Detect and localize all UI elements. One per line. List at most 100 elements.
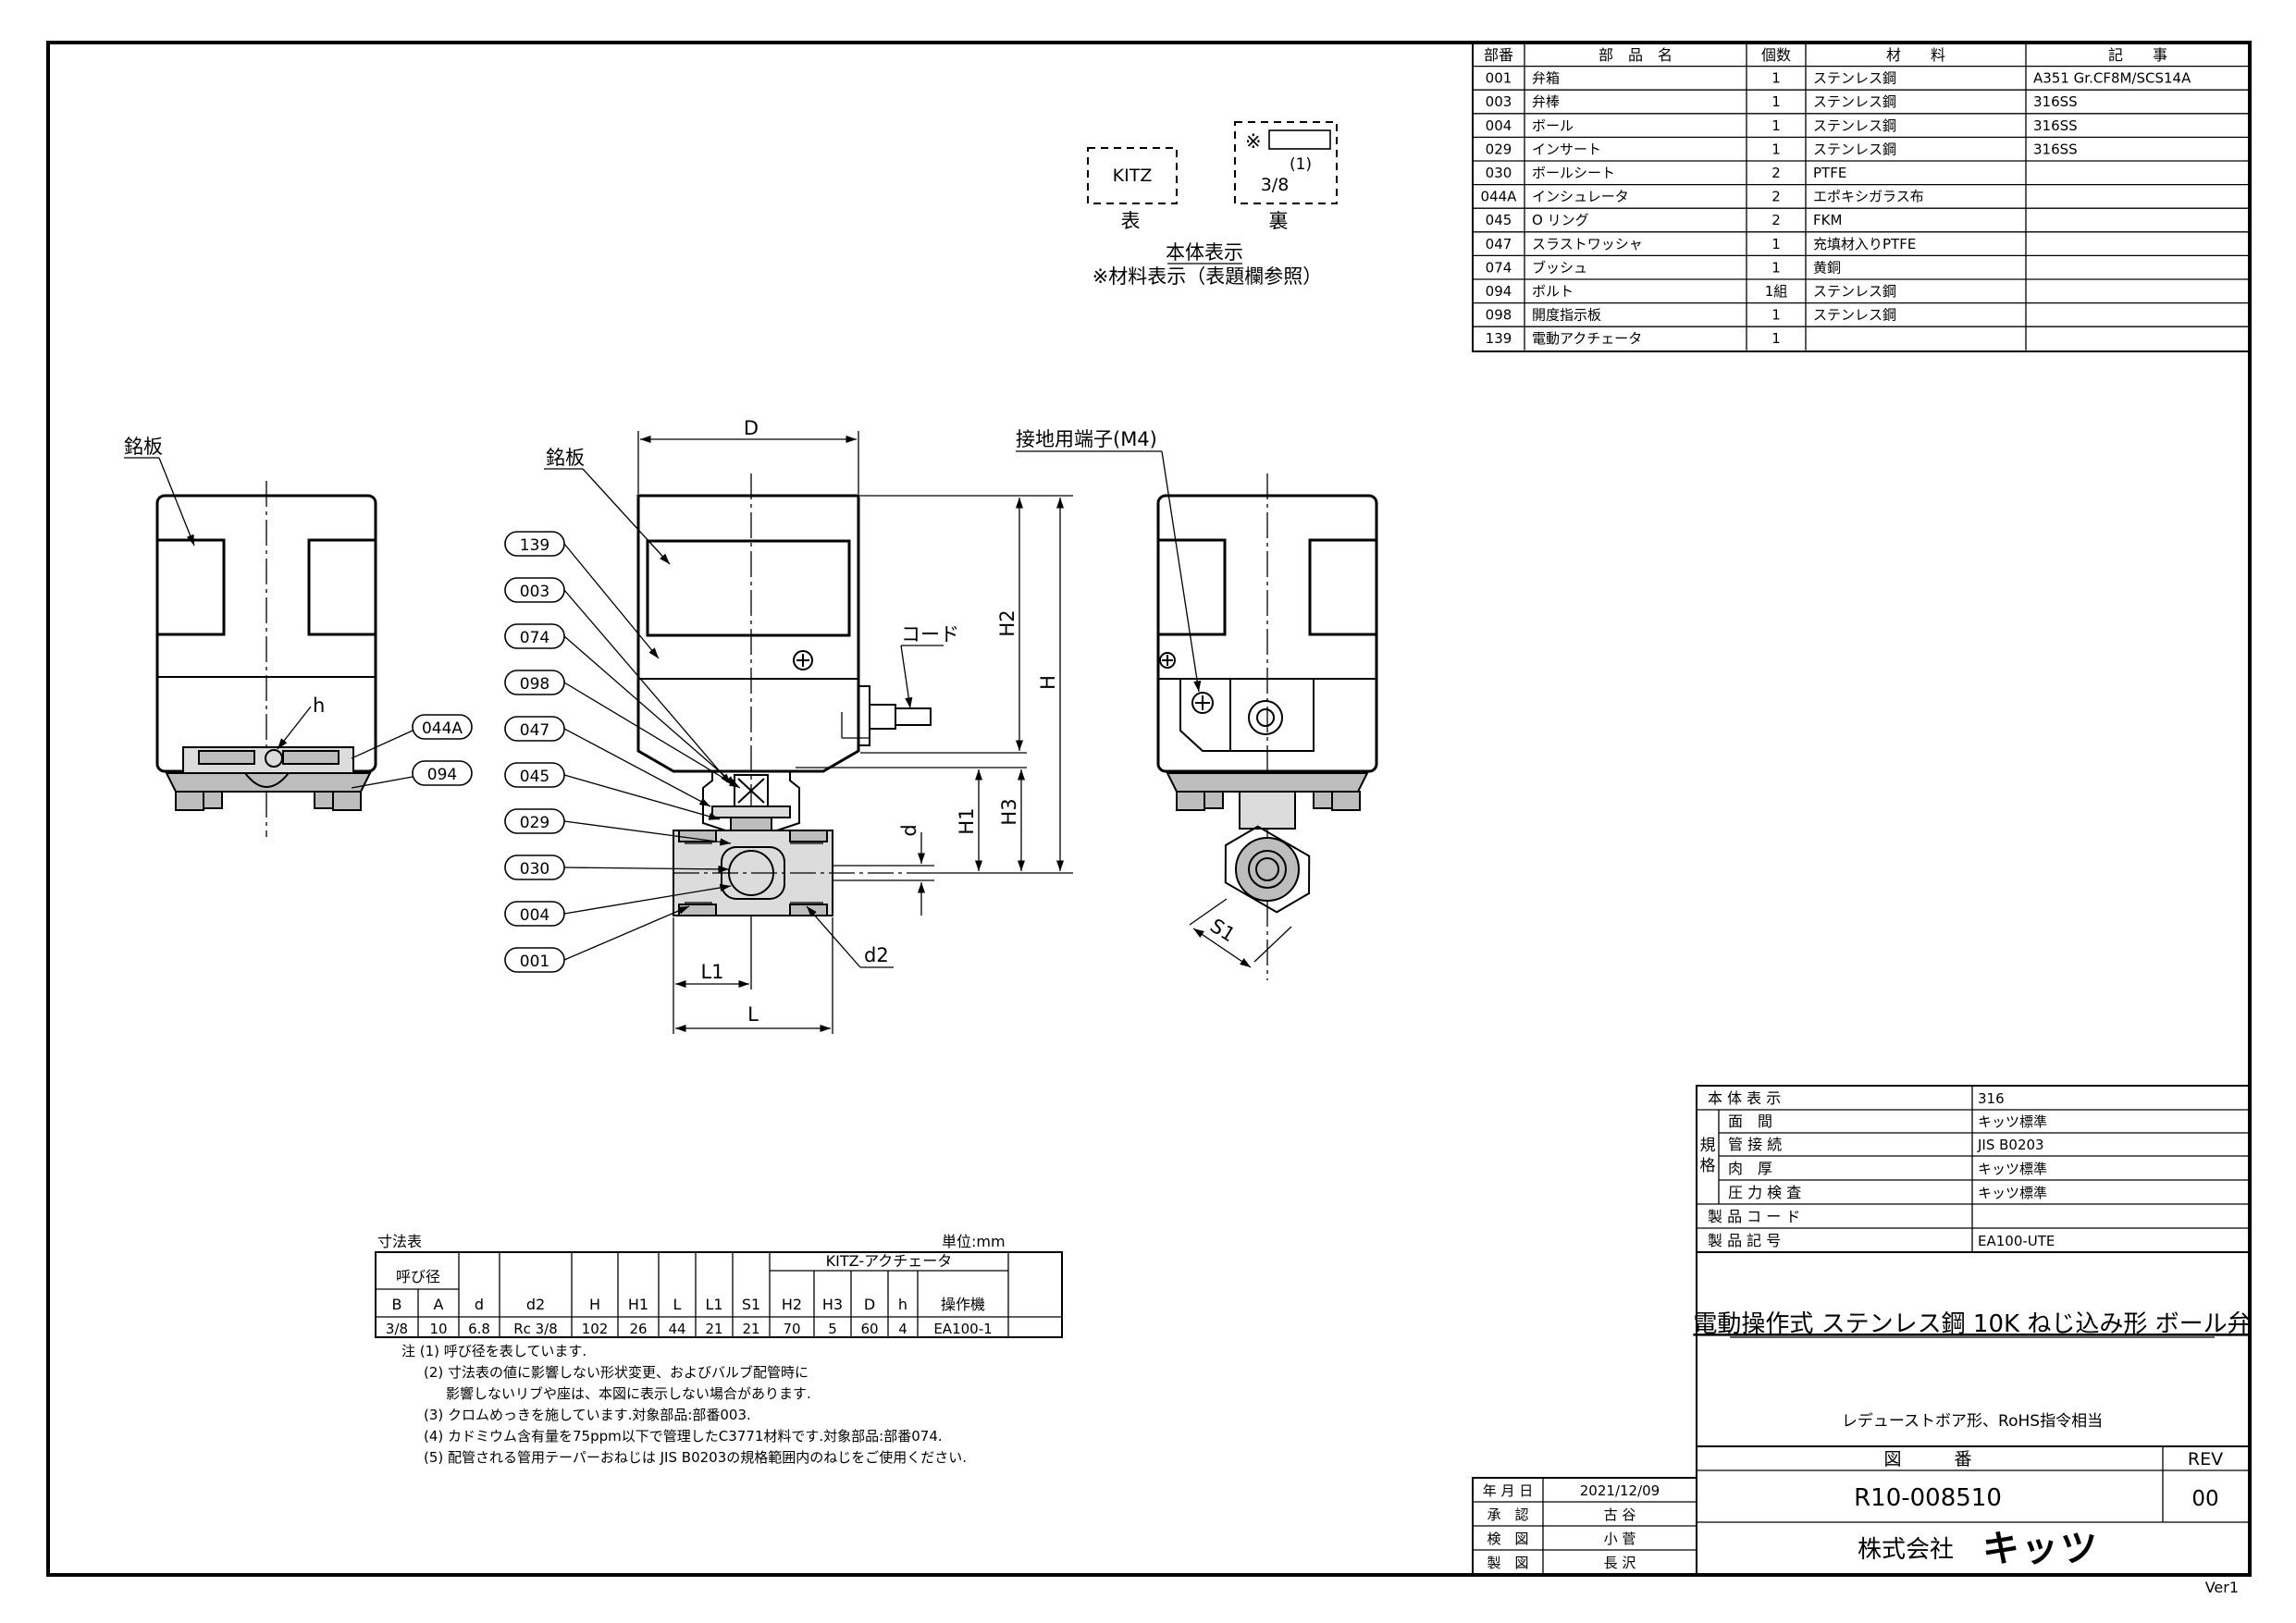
- front-marking-text: KITZ: [1113, 166, 1153, 186]
- parts-table-cell: 044A: [1481, 189, 1518, 205]
- dimension-col-header: L: [673, 1296, 682, 1313]
- dimension-value: 102: [582, 1321, 609, 1337]
- parts-table-cell: 139: [1486, 330, 1512, 347]
- note-line: (2) 寸法表の値に影響しない形状変更、およびバルブ配管時に: [424, 1364, 809, 1381]
- parts-table-cell: 1: [1771, 70, 1781, 87]
- dimension-col-header: h: [898, 1296, 907, 1313]
- version-label: Ver1: [2205, 1579, 2239, 1596]
- parts-table-cell: 2: [1771, 212, 1781, 228]
- part-balloon-label: 139: [520, 536, 549, 555]
- spec-label: 製 品 記 号: [1708, 1232, 1781, 1249]
- spec-value: 316: [1978, 1090, 2005, 1107]
- part-balloon-label: 094: [427, 766, 457, 784]
- notes: 注 (1) 呼び径を表しています. (2) 寸法表の値に影響しない形状変更、および…: [401, 1343, 967, 1466]
- dimension-col-header: d: [475, 1296, 484, 1313]
- ground-terminal-label: 接地用端子(M4): [1016, 428, 1157, 450]
- parts-table-cell: 098: [1486, 307, 1512, 324]
- parts-table-cell: 1: [1771, 117, 1781, 134]
- parts-table-cell: インシュレータ: [1532, 189, 1629, 205]
- parts-table-cell: 充填材入りPTFE: [1813, 236, 1916, 252]
- dimension-col-header: B: [392, 1296, 402, 1313]
- approval-label: 製 図: [1487, 1555, 1528, 1571]
- rev-value: 00: [2191, 1487, 2218, 1511]
- dimension-value: 21: [705, 1321, 722, 1337]
- part-balloon-label: 045: [520, 768, 549, 786]
- back-marking-symbol: ※: [1245, 130, 1262, 153]
- parts-table-cell: 電動アクチェータ: [1532, 330, 1642, 347]
- company-logo: キッツ: [1982, 1528, 2099, 1570]
- parts-table-cell: スラストワッシャ: [1532, 236, 1643, 252]
- parts-table-cell: インサート: [1532, 141, 1601, 157]
- side-balloons: 044A 094: [412, 714, 473, 786]
- body-marking: KITZ 表 ※ (1) 3/8 裏 本体表示 ※材料表示（表題欄参照）: [1087, 121, 1338, 288]
- parts-table-cell: ボールシート: [1532, 165, 1615, 181]
- sheet-border: [46, 41, 2252, 1577]
- dim-L1-label: L1: [700, 961, 723, 983]
- parts-table-cell: 黄銅: [1813, 259, 1841, 276]
- parts-table-cell: ブッシュ: [1532, 259, 1587, 276]
- parts-table-cell: ステンレス鋼: [1813, 141, 1896, 157]
- parts-table-cell: ボール: [1532, 117, 1574, 134]
- center-front-view: 銘板 コード D H2 H H3 H1 d L1: [544, 417, 1073, 1034]
- drawing-number-label: 図 番: [1883, 1449, 1971, 1469]
- material-marking-blank: [1268, 129, 1331, 150]
- parts-table-cell: FKM: [1813, 212, 1842, 228]
- dimension-value: 21: [742, 1321, 759, 1337]
- nominal-size-header: 呼び径: [396, 1268, 440, 1285]
- parts-table-cell: 074: [1486, 259, 1512, 276]
- note-line: 注 (1) 呼び径を表しています.: [401, 1343, 586, 1359]
- dim-D-label: D: [744, 417, 759, 439]
- parts-table-cell: ステンレス鋼: [1813, 70, 1896, 87]
- parts-table-cell: 045: [1486, 212, 1512, 228]
- dimension-value: 4: [898, 1321, 907, 1337]
- cord-label: コード: [901, 623, 959, 646]
- note-line: (3) クロムめっきを施しています.対象部品:部番003.: [424, 1407, 751, 1423]
- parts-table-cell: 094: [1486, 283, 1512, 300]
- parts-table-cell: 1: [1771, 236, 1781, 252]
- spec-label: 本 体 表 示: [1708, 1089, 1781, 1107]
- parts-table-cell: 1: [1771, 259, 1781, 276]
- dimension-value: EA100-1: [933, 1321, 992, 1337]
- parts-table-header: 部 品 名: [1599, 46, 1673, 64]
- back-marking-box: [1234, 121, 1338, 204]
- spec-label: 圧 力 検 査: [1728, 1184, 1801, 1201]
- parts-table-cell: ステンレス鋼: [1813, 283, 1896, 300]
- parts-table-header: 部番: [1484, 46, 1513, 64]
- spec-label: 面 間: [1728, 1113, 1772, 1130]
- dim-H-label: H: [1037, 675, 1059, 690]
- part-balloon-label: 047: [520, 721, 549, 740]
- dimension-table-unit: 単位:mm: [942, 1233, 1006, 1250]
- part-balloon: [412, 760, 473, 786]
- dimension-col-header: H3: [822, 1296, 843, 1313]
- drawing-number: R10-008510: [1854, 1484, 2002, 1512]
- part-balloon-label: 001: [520, 953, 549, 971]
- dimension-col-header: A: [434, 1296, 444, 1313]
- back-marking-note: (1): [1290, 155, 1312, 174]
- parts-table-cell: ステンレス鋼: [1813, 307, 1896, 324]
- approval-label: 年 月 日: [1483, 1482, 1534, 1499]
- actuator-header: KITZ-アクチェータ: [826, 1252, 953, 1270]
- back-marking-label: 裏: [1269, 210, 1289, 232]
- dim-H3-label: H3: [998, 798, 1020, 825]
- parts-table-cell: 030: [1486, 165, 1512, 181]
- dimension-col-header: 操作機: [941, 1296, 985, 1313]
- parts-table-cell: O リング: [1532, 212, 1589, 228]
- part-balloon-label: 030: [520, 860, 549, 879]
- note-line: (4) カドミウム含有量を75ppm以下で管理したC3771材料です.対象部品:…: [424, 1428, 943, 1445]
- parts-table-cell: 2: [1771, 165, 1781, 181]
- spec-value: EA100-UTE: [1978, 1233, 2055, 1249]
- note-line: (5) 配管される管用テーパーおねじは JIS B0203の規格範囲内のねじをご…: [424, 1449, 967, 1466]
- part-balloon-label: 029: [520, 814, 549, 832]
- approval-value: 長 沢: [1604, 1555, 1636, 1571]
- spec-value: JIS B0203: [1977, 1137, 2044, 1153]
- part-balloon-label: 044A: [422, 719, 463, 738]
- dimension-value: 70: [783, 1321, 800, 1337]
- parts-table-cell: 1: [1771, 141, 1781, 157]
- dimension-value: 10: [429, 1321, 447, 1337]
- front-marking-box: [1087, 147, 1178, 204]
- dimension-value: 6.8: [468, 1321, 490, 1337]
- approval-value: 古 谷: [1604, 1506, 1636, 1523]
- parts-table-cell: 004: [1486, 117, 1512, 134]
